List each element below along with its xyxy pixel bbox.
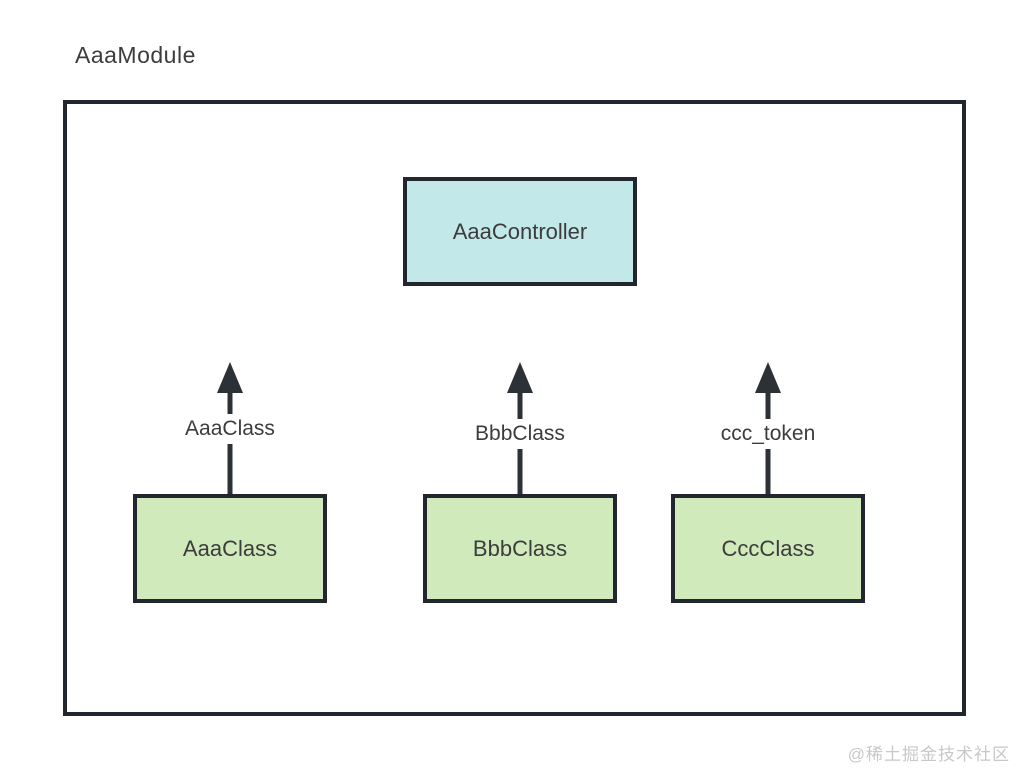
arrowhead-up-icon <box>507 362 533 393</box>
arrowhead-up-icon <box>755 362 781 393</box>
class-node-label: AaaClass <box>182 535 278 561</box>
class-node-cccclass: CccClass <box>671 494 865 603</box>
provider-node-cccclass: ccc_token CccClass <box>671 350 865 603</box>
provider-node-aaaclass: AaaClass AaaClass <box>133 350 327 603</box>
class-node-label: CccClass <box>721 535 815 561</box>
arrowhead-up-icon <box>217 362 243 393</box>
class-node-bbbclass: BbbClass <box>423 494 617 603</box>
arrow-label-ccc-token: ccc_token <box>714 419 822 449</box>
controller-node-label: AaaController <box>452 218 588 244</box>
controller-node: AaaController <box>403 177 637 286</box>
module-title: AaaModule <box>75 42 196 68</box>
arrow-label-aaaclass: AaaClass <box>179 414 281 444</box>
class-node-aaaclass: AaaClass <box>133 494 327 603</box>
provider-node-bbbclass: BbbClass BbbClass <box>423 350 617 603</box>
class-node-label: BbbClass <box>472 535 568 561</box>
watermark-text: @稀土掘金技术社区 <box>847 745 1010 764</box>
arrow-label-bbbclass: BbbClass <box>469 419 571 449</box>
